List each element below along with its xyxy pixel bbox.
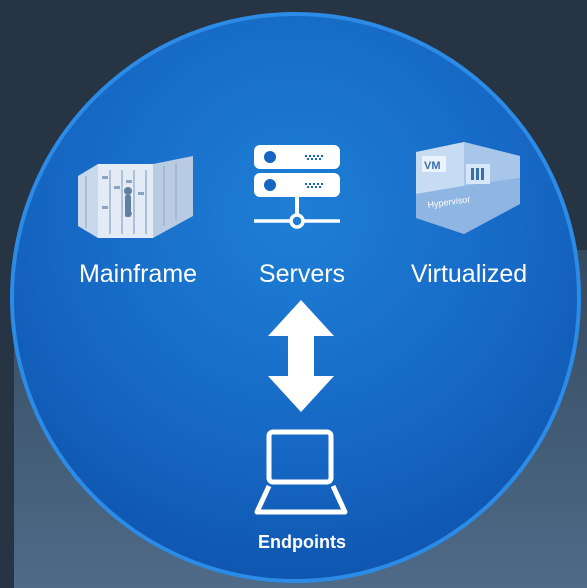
double-arrow-vertical-icon [268,300,334,412]
servers-label: Servers [258,260,346,288]
mainframe-label: Mainframe [78,260,198,288]
laptop-icon [254,429,348,515]
mainframe-icon [78,156,193,238]
environment-circle [10,12,581,583]
server-rack-icon [254,145,340,229]
svg-text:VM: VM [424,160,441,172]
virtualized-label: Virtualized [410,260,528,288]
hypervisor-vm-icon: VM Hypervisor [416,142,520,234]
endpoints-label: Endpoints [258,532,346,552]
